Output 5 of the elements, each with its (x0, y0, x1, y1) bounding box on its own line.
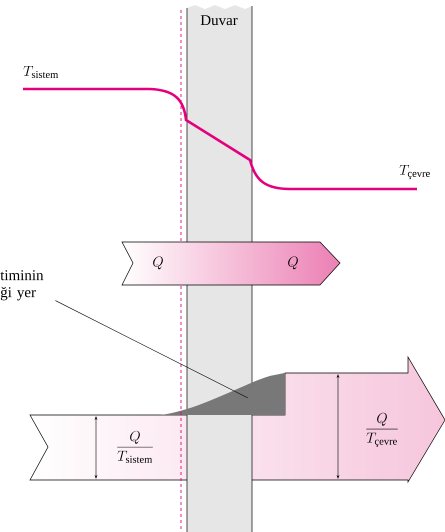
temperature-label: $T_{\text{çevre}}$ (400, 164, 430, 180)
entropy-wedge (160, 373, 285, 415)
callout-text: timinin ği yer (0, 270, 44, 300)
temperature-label: $T_{\text{sistem}}$ (24, 66, 58, 78)
leader-line (55, 300, 248, 398)
